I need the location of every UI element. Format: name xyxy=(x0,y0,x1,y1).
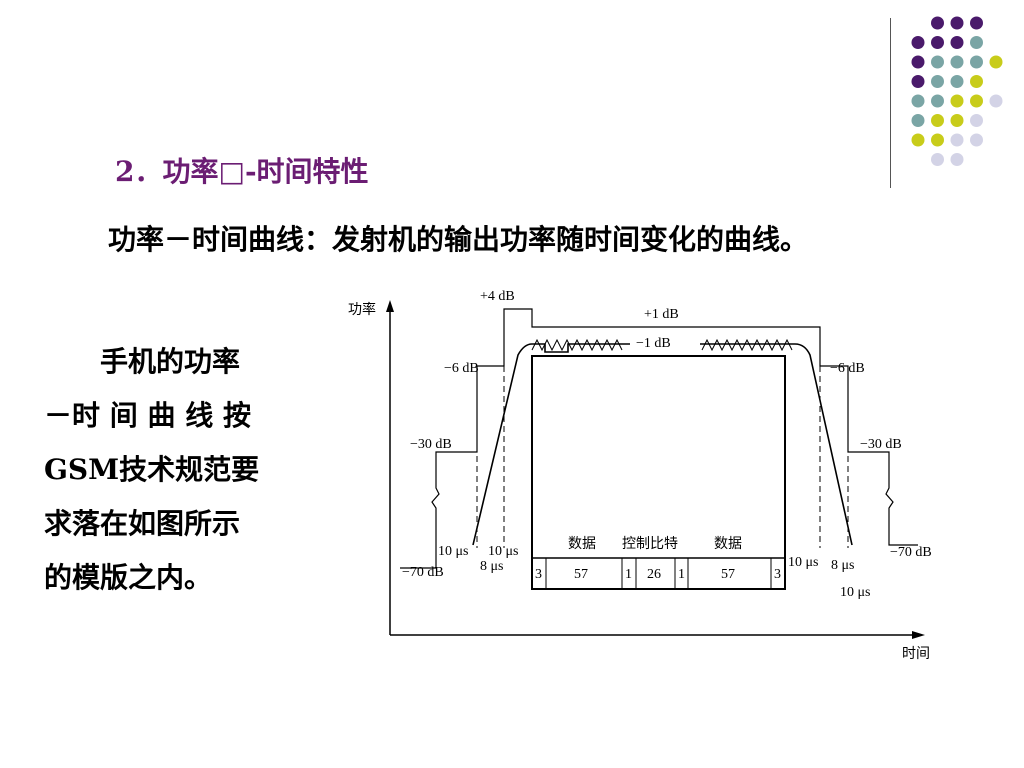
decorative-dot xyxy=(911,55,925,69)
decorative-dot xyxy=(911,133,925,147)
decorative-dot xyxy=(970,36,983,49)
decorative-dot xyxy=(950,16,964,30)
label-plus4-db: +4 dB xyxy=(480,289,515,304)
decorative-dot xyxy=(970,75,983,88)
burst-field-data-left: 57 xyxy=(574,567,588,582)
lower-mask-left xyxy=(400,518,437,569)
decorative-dot xyxy=(931,16,944,30)
decorative-dot xyxy=(950,36,964,49)
y-axis-label: 功率 xyxy=(348,301,376,318)
decorative-dot xyxy=(931,133,944,147)
x-axis-label: 时间 xyxy=(902,646,930,662)
side-line-1: 手机的功率 xyxy=(100,345,241,378)
decorative-dot xyxy=(911,36,925,49)
decorative-dot xyxy=(931,153,944,166)
side-description: 手机的功率 －时 间 曲 线 按 GSM技术规范要 求落在如图所示 的模版之内。 xyxy=(44,335,296,605)
decorative-dot xyxy=(950,75,964,88)
label-minus30-db-right: −30 dB xyxy=(860,437,902,452)
label-minus6-db-left: −6 dB xyxy=(444,361,479,376)
decorative-dot xyxy=(970,94,983,108)
decorative-dot xyxy=(931,36,944,49)
decorative-dot-grid xyxy=(911,16,1003,166)
decorative-divider-line xyxy=(890,18,891,188)
power-time-mask-diagram: 功率 时间 3 57 1 26 1 57 3 数据 控制比特 数据 +4 dB … xyxy=(348,289,932,662)
upper-mask-line xyxy=(431,308,894,518)
label-left-10us-a: 10 μs xyxy=(438,544,468,559)
side-line-5: 的模版之内。 xyxy=(44,561,213,594)
label-data-right: 数据 xyxy=(714,536,742,552)
burst-field-flag-right: 1 xyxy=(678,567,685,582)
section-heading: 2．功率□-时间特性 xyxy=(115,155,369,188)
side-line-4: 求落在如图所示 xyxy=(44,507,241,540)
decorative-dot xyxy=(911,114,925,127)
ripple-left xyxy=(531,338,623,352)
y-axis-arrow xyxy=(386,300,394,312)
label-plus1-db: +1 dB xyxy=(644,307,679,322)
decorative-dot xyxy=(950,133,964,147)
label-minus30-db-left: −30 dB xyxy=(410,437,452,452)
decorative-dot xyxy=(989,55,1003,69)
label-minus6-db-right: −6 dB xyxy=(830,361,865,376)
decorative-dot xyxy=(911,75,925,88)
decorative-dot xyxy=(989,94,1003,108)
decorative-dot xyxy=(950,94,964,108)
decorative-dot xyxy=(931,94,944,108)
burst-field-data-right: 57 xyxy=(721,567,735,582)
decorative-dot xyxy=(970,55,983,69)
burst-box xyxy=(531,355,786,590)
decorative-dot xyxy=(931,114,944,127)
label-minus70-db-right: −70 dB xyxy=(890,545,932,560)
decorative-dot xyxy=(970,16,983,30)
label-left-8us: 8 μs xyxy=(480,559,503,574)
power-curve xyxy=(472,343,853,546)
lower-mask-right xyxy=(888,518,918,546)
label-control-bits: 控制比特 xyxy=(622,536,678,552)
decorative-dot xyxy=(950,55,964,69)
decorative-dot xyxy=(931,75,944,88)
label-right-10us-b: 10 μs xyxy=(840,585,870,600)
decorative-dot xyxy=(950,153,964,166)
burst-field-flag-left: 1 xyxy=(625,567,632,582)
label-minus70-db-left: −70 dB xyxy=(402,565,444,580)
side-line-2: －时 间 曲 线 按 xyxy=(44,399,251,432)
decorative-dot xyxy=(911,94,925,108)
decorative-dot xyxy=(950,114,964,127)
label-minus1-db: −1 dB xyxy=(636,336,671,351)
burst-field-tail-left: 3 xyxy=(535,567,542,582)
ripple-right xyxy=(701,338,793,352)
decorative-dot xyxy=(970,114,983,127)
label-left-10us-b: 10 μs xyxy=(488,544,518,559)
label-data-left: 数据 xyxy=(568,536,596,552)
decorative-dot xyxy=(931,55,944,69)
x-axis-arrow xyxy=(912,631,925,639)
decorative-dot xyxy=(970,133,983,147)
side-line-3: GSM技术规范要 xyxy=(44,453,260,486)
label-right-8us: 8 μs xyxy=(831,558,854,573)
definition-text: 功率－时间曲线：发射机的输出功率随时间变化的曲线。 xyxy=(108,223,809,256)
burst-field-tail-right: 3 xyxy=(774,567,781,582)
burst-field-training: 26 xyxy=(647,567,661,582)
label-right-10us-a: 10 μs xyxy=(788,555,818,570)
